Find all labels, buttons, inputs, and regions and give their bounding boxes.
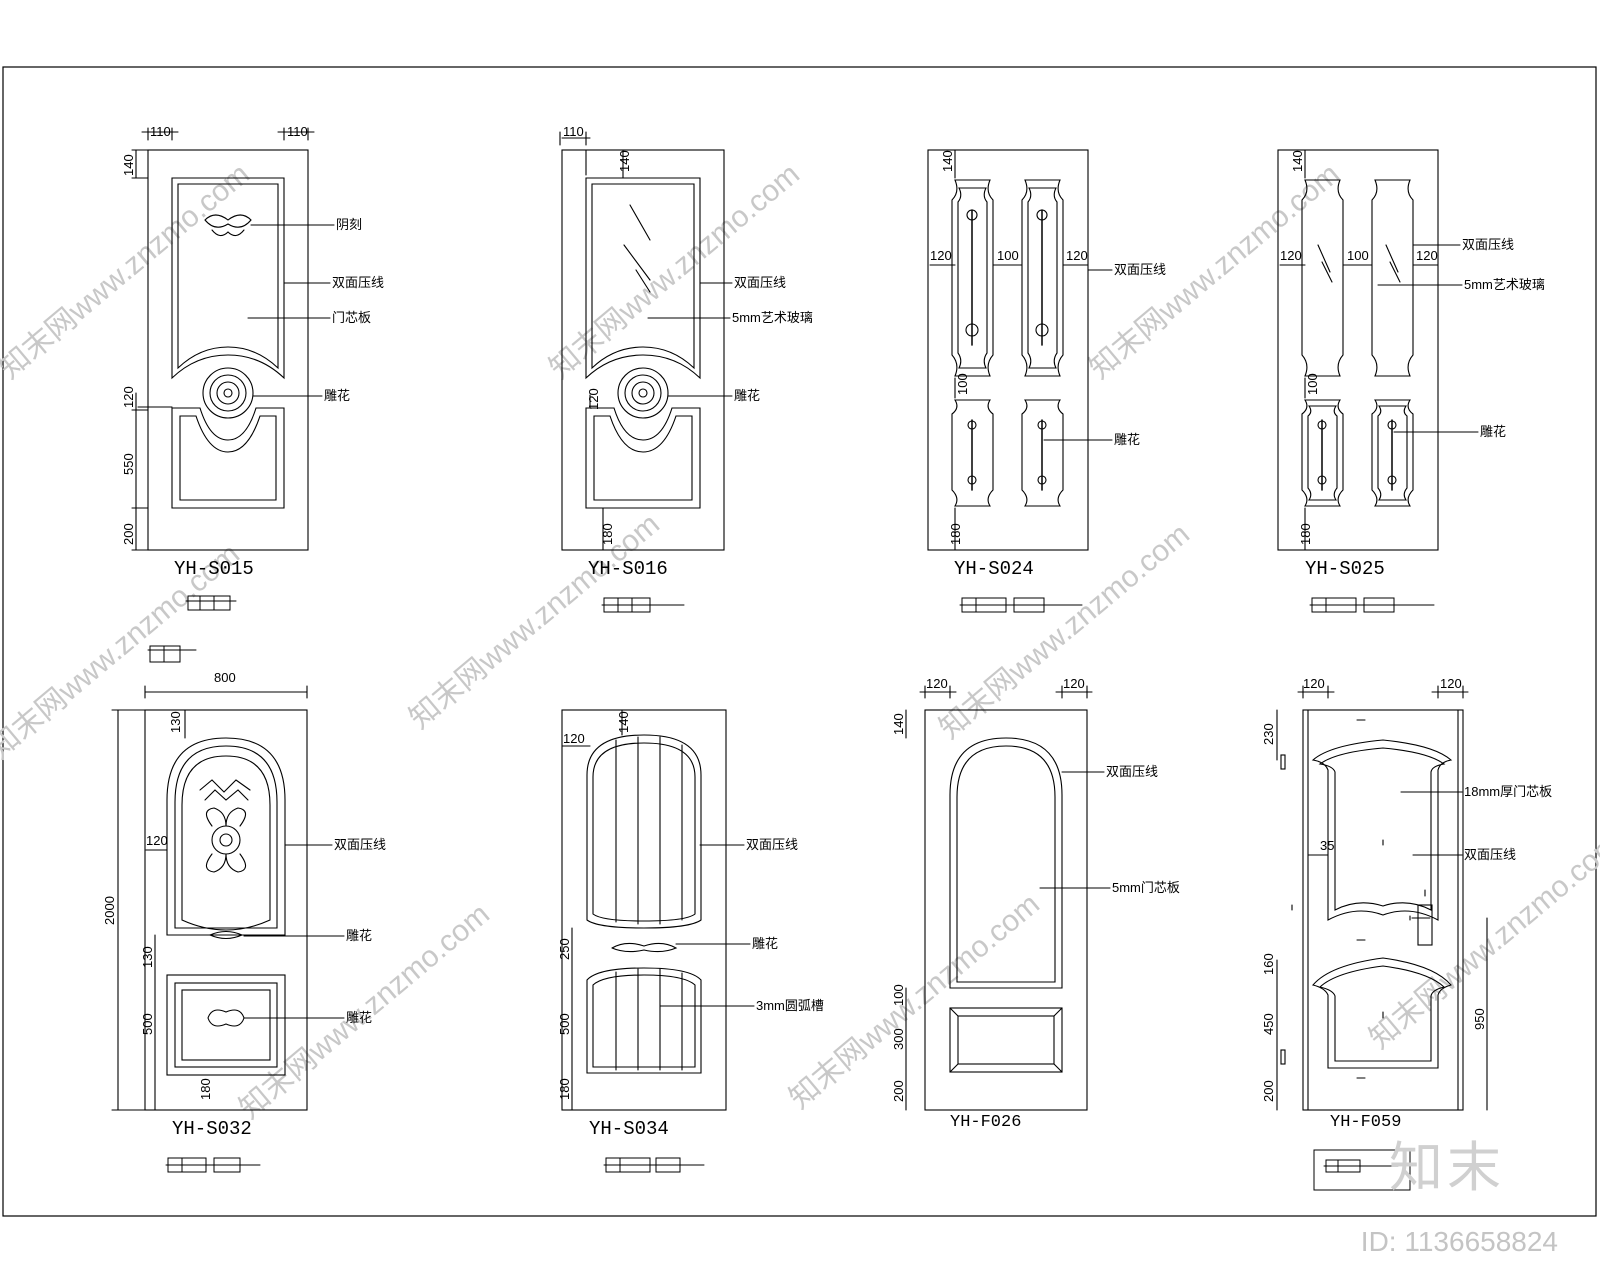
callout-label: 5mm艺术玻璃 [1464,277,1545,292]
door-elevation-yh-s032: 800 2000 130 120 130 500 180 双面压线 雕花 雕花 … [102,645,386,1173]
door-elevation-yh-s024: 140 120 100 120 100 180 双面压线 雕花 YH-S024 [927,149,1166,613]
dim-label: 500 [557,1013,572,1035]
dim-label: 120 [1416,248,1438,263]
dim-label: 200 [121,523,136,545]
dim-label: 110 [287,124,308,139]
dim-label: 100 [1305,373,1320,395]
dim-label: 100 [891,984,906,1006]
watermark-text: 知末网www.znzmo.com [933,518,1196,746]
dim-label: 2000 [102,896,117,925]
dim-label: 130 [140,946,155,968]
dim-label: 100 [997,248,1019,263]
dim-label: 450 [1261,1013,1276,1035]
callout-label: 5mm门芯板 [1112,880,1180,895]
callout-label: 双面压线 [1464,847,1516,862]
callout-label: 双面压线 [1462,237,1514,252]
door-elevation-yh-s025: 140 120 100 120 100 180 双面压线 5mm艺术玻璃 雕花 … [1277,149,1545,613]
dim-label: 120 [1066,248,1088,263]
brand-logo: 知末 [1389,1136,1505,1199]
watermark-text: 知末网www.znzmo.com [543,158,806,386]
dim-label: 200 [1261,1080,1276,1102]
dim-label: 300 [891,1028,906,1050]
dim-label: 100 [955,373,970,395]
door-elevation-yh-s016: 110 140 120 180 双面压线 5mm艺术玻璃 雕花 YH-S016 [559,124,813,613]
dim-label: 110 [563,124,584,139]
callout-label: 雕花 [1480,424,1506,439]
callout-label: 双面压线 [334,837,386,852]
callout-label: 双面压线 [1114,262,1166,277]
model-label: YH-S032 [172,1118,252,1140]
watermark-text: 知末网www.znzmo.com [0,158,256,386]
dim-label: 120 [930,248,952,263]
dim-label: 140 [1290,150,1305,172]
model-label: YH-S024 [954,558,1034,580]
callout-label: 雕花 [324,388,350,403]
callout-label: 雕花 [346,928,372,943]
dim-label: 230 [1261,723,1276,745]
dim-label: 160 [1261,953,1276,975]
document-id: ID: 1136658824 [1360,1226,1558,1257]
dim-label: 950 [1472,1008,1487,1030]
callout-label: 雕花 [752,936,778,951]
dim-label: 800 [214,670,236,685]
dim-label: 180 [198,1078,213,1100]
callout-label: 双面压线 [332,275,384,290]
callout-label: 阴刻 [336,217,362,232]
model-label: YH-F059 [1330,1113,1401,1132]
callout-label: 双面压线 [734,275,786,290]
dim-label: 500 [140,1013,155,1035]
model-label: YH-S034 [589,1118,669,1140]
dim-label: 120 [146,833,168,848]
model-label: YH-F026 [950,1113,1021,1132]
door-elevation-yh-f059: 120 120 230 35 160 450 200 950 18mm厚门芯板 … [1261,676,1552,1191]
dim-label: 35 [1320,838,1334,853]
door-elevation-yh-s034: 120 140 250 500 180 双面压线 雕花 3mm圆弧槽 YH-S0… [557,709,824,1173]
dim-label: 130 [168,711,183,733]
dim-label: 120 [586,388,601,410]
model-label: YH-S015 [174,558,254,580]
drawing-frame [2,66,1597,1217]
callout-label: 雕花 [346,1010,372,1025]
dim-label: 180 [1298,523,1313,545]
door-elevation-yh-s015: 110 110 140 120 550 200 阴刻 双面压线 门芯板 雕花 Y… [121,124,384,611]
callout-label: 双面压线 [1106,764,1158,779]
dim-label: 120 [1280,248,1302,263]
dim-label: 140 [121,154,136,176]
callout-label: 3mm圆弧槽 [756,998,824,1013]
callout-label: 雕花 [1114,432,1140,447]
dim-label: 120 [563,731,585,746]
callout-label: 双面压线 [746,837,798,852]
dim-label: 550 [121,453,136,475]
model-label: YH-S025 [1305,558,1385,580]
callout-label: 雕花 [734,388,760,403]
dim-label: 180 [948,523,963,545]
watermark-layer: 知末网www.znzmo.com 知末网www.znzmo.com 知末网www… [0,158,1600,1126]
dim-label: 120 [121,386,136,408]
door-elevation-yh-f026: 120 120 140 100 300 200 双面压线 5mm门芯板 YH-F… [891,676,1180,1132]
callout-label: 门芯板 [332,310,371,325]
dim-label: 140 [940,150,955,172]
dim-label: 250 [557,938,572,960]
dim-label: 120 [926,676,948,691]
watermark-text: 知末网www.znzmo.com [403,508,666,736]
dim-label: 120 [1063,676,1085,691]
callout-label: 5mm艺术玻璃 [732,310,813,325]
dim-label: 140 [891,713,906,735]
dim-label: 120 [1440,676,1462,691]
dim-label: 120 [1303,676,1325,691]
model-label: YH-S016 [588,558,668,580]
dim-label: 110 [150,124,171,139]
dim-label: 180 [600,523,615,545]
dim-label: 100 [1347,248,1369,263]
callout-label: 18mm厚门芯板 [1464,784,1552,799]
dim-label: 200 [891,1080,906,1102]
dim-label: 140 [617,150,632,172]
dim-label: 180 [557,1078,572,1100]
dim-label: 140 [616,711,631,733]
